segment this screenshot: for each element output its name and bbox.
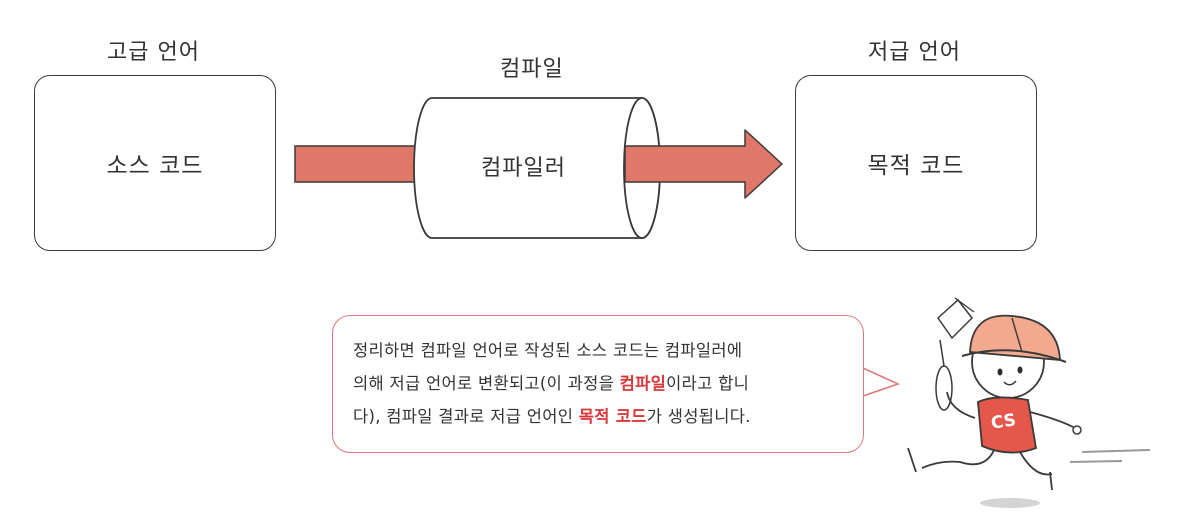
source-code-box: 소스 코드 [34,75,276,251]
arrow-segment-left [294,145,416,183]
arrow-segment-right [624,129,783,199]
target-code-label: 목적 코드 [867,153,965,179]
low-level-language-label: 저급 언어 [868,40,961,65]
bubble-text: 가 생성됩니다. [646,407,751,426]
highlight-target-code: 목적 코드 [578,407,647,426]
compiler-label: 컴파일러 [481,156,566,181]
source-code-label: 소스 코드 [106,153,204,179]
target-code-box: 목적 코드 [795,75,1037,251]
bubble-line-3: 다), 컴파일 결과로 저급 언어인 목적 코드가 생성됩니다. [353,400,843,433]
bubble-line-2: 의해 저급 언어로 변환되고(이 과정을 컴파일이라고 합니 [353,367,843,400]
bubble-text: 정리하면 컴파일 언어로 작성된 소스 코드는 컴파일러에 [353,341,743,360]
bubble-text: 이라고 합니 [666,374,750,393]
bubble-line-1: 정리하면 컴파일 언어로 작성된 소스 코드는 컴파일러에 [353,334,843,367]
summary-speech-bubble: 정리하면 컴파일 언어로 작성된 소스 코드는 컴파일러에 의해 저급 언어로 … [332,315,864,453]
paper-scroll [935,297,975,411]
bubble-text: 다), 컴파일 결과로 저급 언어인 [353,407,579,426]
highlight-compile: 컴파일 [619,374,667,393]
compiler-cylinder [413,97,661,239]
mascot-shirt-text: CS [989,410,1018,434]
high-level-language-label: 고급 언어 [107,40,200,65]
mascot-character [907,297,1151,508]
bubble-tail [862,367,901,397]
bubble-text: 의해 저급 언어로 변환되고(이 과정을 [353,374,620,393]
compile-label: 컴파일 [500,57,564,82]
